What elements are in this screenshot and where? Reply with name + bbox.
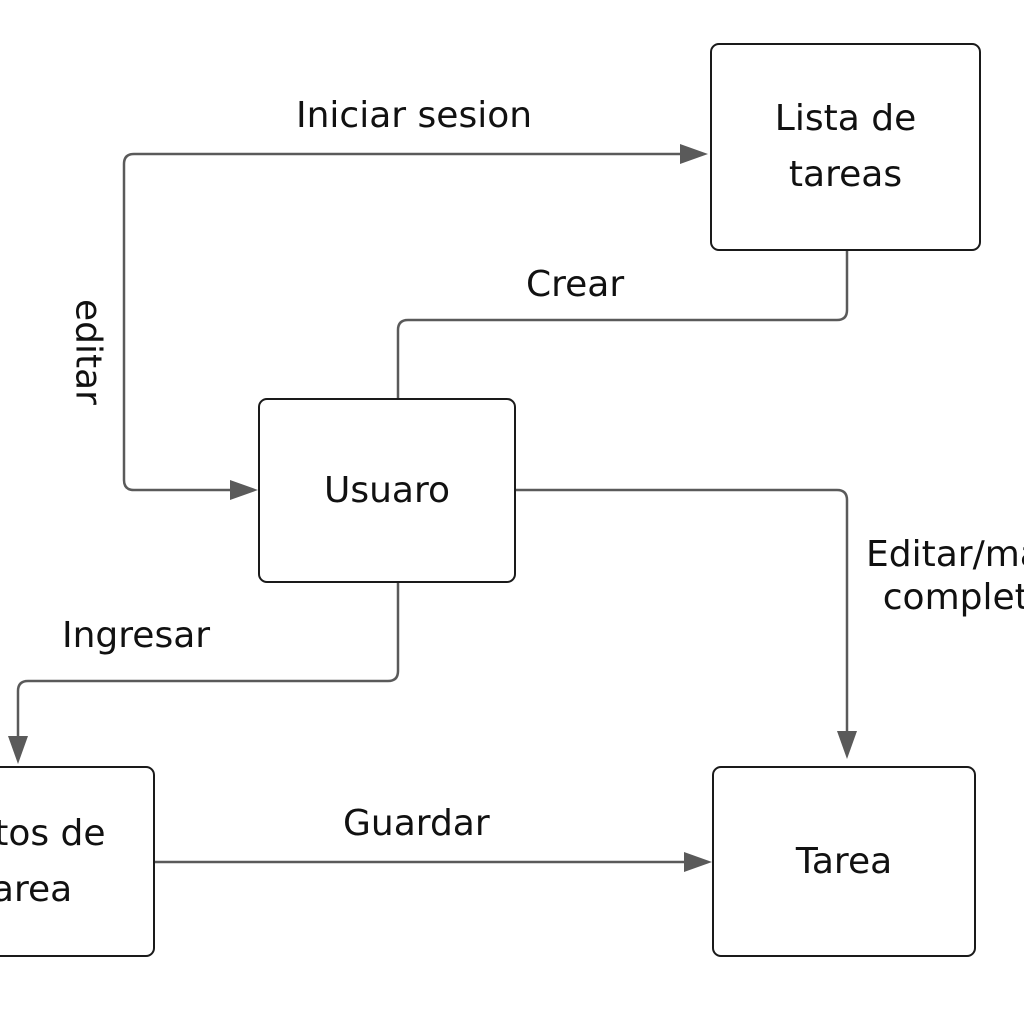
node-usuario: Usuaro	[258, 398, 516, 583]
edge-label-crear: Crear	[526, 264, 625, 305]
arrowhead-to-datos	[8, 736, 28, 764]
edge-usuario-to-datos	[16, 583, 400, 740]
arrowhead-to-usuario	[230, 480, 258, 500]
edge-label-editar: editar	[67, 299, 109, 405]
arrowhead-to-tarea-top	[837, 731, 857, 759]
node-tarea: Tarea	[712, 766, 976, 957]
arrowhead-to-tarea-left	[684, 852, 712, 872]
node-tarea-label: Tarea	[795, 840, 893, 882]
node-lista-label: Lista de tareas	[774, 98, 917, 195]
node-datos-label: Datos de tarea	[0, 812, 106, 910]
node-lista-de-tareas: Lista de tareas	[710, 43, 981, 251]
edge-label-editar-marcar: Editar/marcar completada	[866, 534, 1024, 619]
node-usuario-label: Usuaro	[323, 469, 451, 511]
edge-usuario-to-lista	[122, 152, 684, 492]
edge-lista-to-usuario	[396, 251, 849, 398]
node-datos-de-tarea: Datos de tarea	[0, 766, 155, 957]
edge-label-iniciar-sesion: Iniciar sesion	[296, 95, 533, 136]
arrowhead-to-lista	[680, 144, 708, 164]
edge-label-ingresar: Ingresar	[62, 615, 211, 656]
edge-usuario-to-tarea	[516, 488, 849, 735]
edge-label-guardar: Guardar	[343, 803, 490, 844]
